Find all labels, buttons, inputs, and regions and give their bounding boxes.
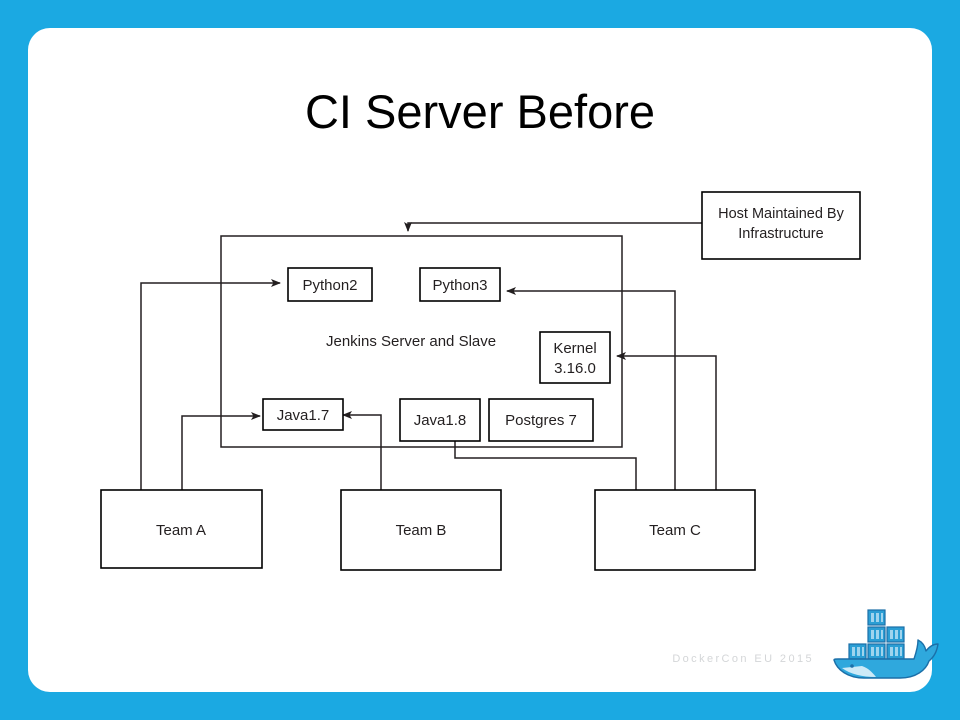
connector-host-to-container xyxy=(404,222,702,232)
connector-team-b-to-java17 xyxy=(342,411,382,490)
component-box-kernel[interactable]: Kernel 3.16.0 xyxy=(539,331,611,384)
connector-team-c-to-python3 xyxy=(506,287,676,490)
jenkins-container-boundary xyxy=(220,235,623,448)
whale-containers xyxy=(848,609,905,660)
slide-card: CI Server Before xyxy=(28,28,939,692)
connector-team-c-to-kernel xyxy=(616,352,717,490)
component-box-java18[interactable]: Java1.8 xyxy=(399,398,481,442)
component-box-python3[interactable]: Python3 xyxy=(419,267,501,302)
footer-watermark: DockerCon EU 2015 xyxy=(672,653,814,665)
team-box-team-a[interactable]: Team A xyxy=(100,489,263,569)
whale-body xyxy=(833,639,939,679)
docker-whale-logo xyxy=(833,609,939,679)
component-box-postgres7[interactable]: Postgres 7 xyxy=(488,398,594,442)
host-maintained-box[interactable]: Host Maintained By Infrastructure xyxy=(701,191,861,260)
team-box-team-b[interactable]: Team B xyxy=(340,489,502,571)
component-box-java17[interactable]: Java1.7 xyxy=(262,398,344,431)
page-title: CI Server Before xyxy=(304,85,656,138)
jenkins-container-label: Jenkins Server and Slave xyxy=(326,333,496,350)
connector-team-a-to-python2 xyxy=(140,279,281,490)
team-box-team-c[interactable]: Team C xyxy=(594,489,756,571)
component-box-python2[interactable]: Python2 xyxy=(287,267,373,302)
